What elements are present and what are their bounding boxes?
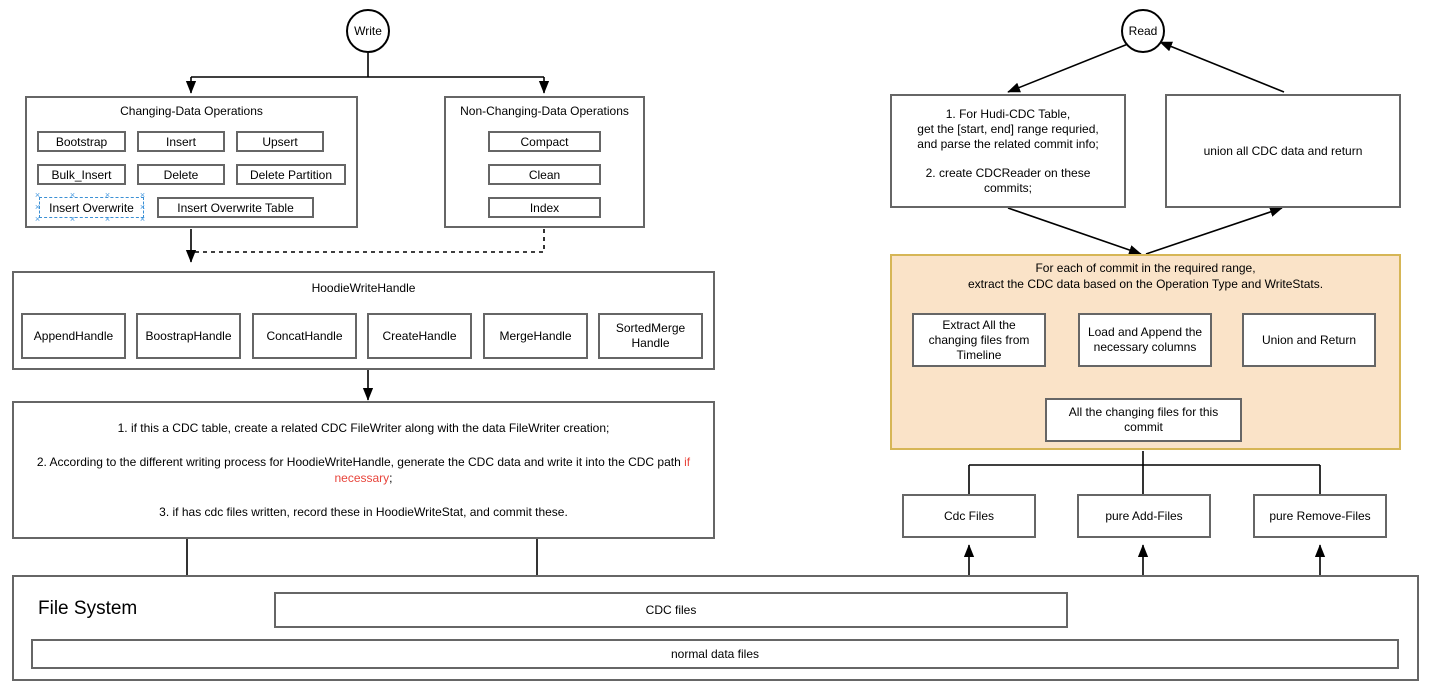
- per-commit-extraction-title: For each of commit in the required range…: [890, 260, 1401, 292]
- read-prepare-box[interactable]: 1. For Hudi-CDC Table, get the [start, e…: [890, 94, 1126, 208]
- handle-boostrap[interactable]: BoostrapHandle: [136, 313, 241, 359]
- handle-merge[interactable]: MergeHandle: [483, 313, 588, 359]
- op-insert-overwrite[interactable]: Insert Overwrite: [39, 197, 144, 218]
- per-commit-title-line1: For each of commit in the required range…: [1035, 261, 1256, 275]
- write-step-3: 3. if has cdc files written, record thes…: [159, 505, 568, 520]
- changing-data-operations-title: Changing-Data Operations: [120, 104, 263, 118]
- op-delete-partition[interactable]: Delete Partition: [236, 164, 346, 185]
- normal-data-files-region[interactable]: normal data files: [31, 639, 1399, 669]
- pure-remove-files-box[interactable]: pure Remove-Files: [1253, 494, 1387, 538]
- write-steps-box: 1. if this a CDC table, create a related…: [12, 401, 715, 539]
- handle-concat[interactable]: ConcatHandle: [252, 313, 357, 359]
- op-insert-overwrite-table[interactable]: Insert Overwrite Table: [157, 197, 314, 218]
- read-start-label: Read: [1128, 24, 1158, 38]
- write-start-node[interactable]: Write: [346, 9, 390, 53]
- union-and-return-box[interactable]: Union and Return: [1242, 313, 1376, 367]
- load-append-columns-box[interactable]: Load and Append the necessary columns: [1078, 313, 1212, 367]
- extract-changing-files-box[interactable]: Extract All the changing files from Time…: [912, 313, 1046, 367]
- cdc-files-box[interactable]: Cdc Files: [902, 494, 1036, 538]
- op-compact[interactable]: Compact: [488, 131, 601, 152]
- read-start-node[interactable]: Read: [1121, 9, 1165, 53]
- read-prepare-step2: 2. create CDCReader on these commits;: [925, 165, 1091, 195]
- non-changing-data-operations-title: Non-Changing-Data Operations: [460, 104, 629, 118]
- hoodie-write-handle-title: HoodieWriteHandle: [311, 281, 416, 295]
- read-prepare-step1: 1. For Hudi-CDC Table, get the [start, e…: [917, 107, 1098, 152]
- op-index[interactable]: Index: [488, 197, 601, 218]
- handle-append[interactable]: AppendHandle: [21, 313, 126, 359]
- op-delete[interactable]: Delete: [137, 164, 225, 185]
- write-start-label: Write: [354, 24, 382, 38]
- all-changing-files-box[interactable]: All the changing files for this commit: [1045, 398, 1242, 442]
- read-prepare-step1-line1: 1. For Hudi-CDC Table,: [945, 106, 1071, 121]
- write-step-2-text: 2. According to the different writing pr…: [36, 454, 685, 469]
- cdc-files-region[interactable]: CDC files: [274, 592, 1068, 628]
- read-prepare-step1-line2: get the [start, end] range requried,: [917, 121, 1099, 136]
- per-commit-title-line2: extract the CDC data based on the Operat…: [967, 277, 1324, 292]
- op-bulk-insert[interactable]: Bulk_Insert: [37, 164, 126, 185]
- op-clean[interactable]: Clean: [488, 164, 601, 185]
- handle-create[interactable]: CreateHandle: [367, 313, 472, 359]
- write-step-2-suffix: ;: [389, 471, 393, 485]
- pure-add-files-box[interactable]: pure Add-Files: [1077, 494, 1211, 538]
- op-bootstrap[interactable]: Bootstrap: [37, 131, 126, 152]
- op-insert[interactable]: Insert: [137, 131, 225, 152]
- union-all-cdc-box[interactable]: union all CDC data and return: [1165, 94, 1401, 208]
- op-upsert[interactable]: Upsert: [236, 131, 324, 152]
- file-system-label: File System: [38, 598, 138, 619]
- read-prepare-step1-line3: and parse the related commit info;: [917, 136, 1099, 151]
- write-step-2: 2. According to the different writing pr…: [28, 454, 699, 486]
- handle-sorted-merge[interactable]: SortedMerge Handle: [598, 313, 703, 359]
- hoodie-write-handle-group: [12, 271, 715, 370]
- write-step-2-emphasis: if necessary: [334, 454, 691, 485]
- write-step-1: 1. if this a CDC table, create a related…: [117, 420, 610, 435]
